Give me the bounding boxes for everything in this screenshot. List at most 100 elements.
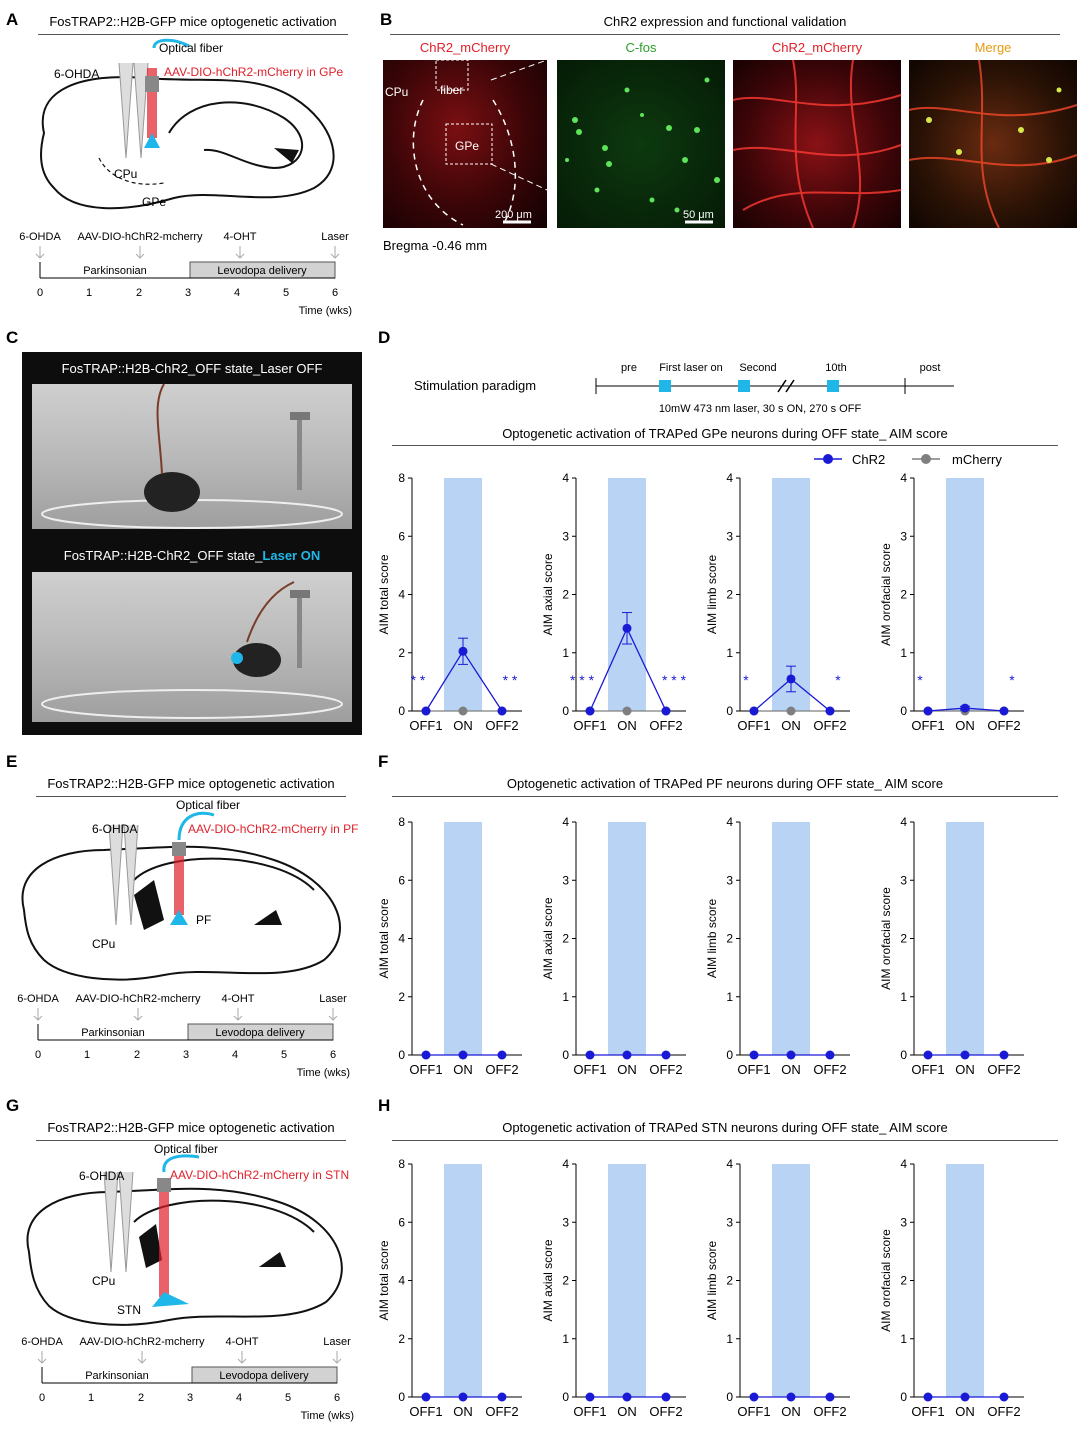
tether <box>246 581 295 643</box>
x-tick-label: OFF2 <box>813 1062 846 1077</box>
data-point <box>999 1050 1009 1060</box>
video-caption-off: FosTRAP::H2B-ChR2_OFF state_Laser OFF <box>61 361 323 376</box>
ohda-needle-1 <box>103 1171 119 1273</box>
y-tick-label: 4 <box>398 932 405 946</box>
y-tick-label: 8 <box>398 1157 405 1171</box>
x-tick-label: OFF1 <box>409 718 442 733</box>
y-tick-label: 2 <box>900 932 907 946</box>
x-tick-label: ON <box>617 1404 637 1419</box>
legend-chr2-label: ChR2 <box>852 452 885 467</box>
timeline-events: 6-OHDA AAV-DIO-hChR2-mcherry 4-OHT Laser <box>19 231 349 259</box>
data-point <box>999 1392 1009 1402</box>
x-tick-label: OFF1 <box>573 718 606 733</box>
data-point <box>749 706 759 716</box>
y-axis-label: AIM axial score <box>541 553 555 635</box>
y-axis-label: AIM axial score <box>541 1239 555 1321</box>
fiber-ferrule <box>157 1178 171 1192</box>
zoom-line <box>490 163 548 191</box>
break-mark <box>777 379 795 393</box>
panel-g-rule <box>36 1140 346 1141</box>
virus-label: AAV-DIO-hChR2-mCherry in PF <box>188 822 358 836</box>
event-label: AAV-DIO-hChR2-mcherry <box>77 231 203 243</box>
x-tick-label: ON <box>617 1062 637 1077</box>
fiber-ferrule <box>172 842 186 856</box>
data-point <box>458 706 468 716</box>
ventricle-shape <box>134 880 164 930</box>
event-arrow <box>35 246 45 259</box>
x-tick-label: ON <box>955 1404 975 1419</box>
y-tick-label: 2 <box>398 1332 405 1346</box>
data-point <box>999 706 1009 716</box>
data-point <box>497 706 507 716</box>
holder-post <box>297 598 302 668</box>
fiber-label: Optical fiber <box>154 1142 218 1156</box>
virus-label: AAV-DIO-hChR2-mCherry in GPe <box>164 65 343 79</box>
y-tick-label: 1 <box>726 1332 733 1346</box>
week-tick: 4 <box>234 287 240 299</box>
holder-post <box>297 420 302 490</box>
video-frame-laser-on <box>32 572 352 722</box>
y-axis-label: AIM total score <box>377 554 391 634</box>
ohda-label: 6-OHDA <box>54 67 99 81</box>
ohda-label: 6-OHDA <box>79 1169 124 1183</box>
laser-glow <box>231 652 243 664</box>
significance-stars: * * <box>411 672 426 688</box>
y-tick-label: 4 <box>726 1157 733 1171</box>
event-arrows <box>37 1351 342 1364</box>
video-caption-on: FosTRAP::H2B-ChR2_OFF state_Laser ON <box>63 548 321 563</box>
fiber-cable <box>162 1154 200 1173</box>
light-cone <box>144 133 160 148</box>
significance-stars: * <box>835 672 841 688</box>
x-tick-label: ON <box>955 1062 975 1077</box>
y-tick-label: 2 <box>726 588 733 602</box>
data-point <box>749 1050 759 1060</box>
data-point <box>923 706 933 716</box>
x-tick-label: OFF2 <box>649 718 682 733</box>
data-point <box>786 706 796 716</box>
brain-diagram-pf: 6-OHDA Optical fiber AAV-DIO-hChR2-mCher… <box>21 798 358 981</box>
y-tick-label: 2 <box>398 990 405 1004</box>
laser-pulse <box>738 380 750 392</box>
phase-levodopa: Levodopa delivery <box>217 265 307 277</box>
region-label-stn: STN <box>117 1303 141 1317</box>
fiber-body <box>174 845 184 915</box>
y-tick-label: 0 <box>726 1048 733 1062</box>
laser-on-band <box>444 822 482 1055</box>
ventricle-shape <box>274 148 299 163</box>
scalebar-label: 50 μm <box>683 209 714 221</box>
fiber-body <box>147 68 157 138</box>
data-point <box>960 1050 970 1060</box>
y-tick-label: 1 <box>900 1332 907 1346</box>
event-label: Laser <box>319 993 347 1005</box>
event-label: Laser <box>321 231 349 243</box>
y-tick-label: 4 <box>726 471 733 485</box>
data-point <box>786 674 796 684</box>
scalebar-label: 200 μm <box>495 209 532 221</box>
y-tick-label: 2 <box>726 1274 733 1288</box>
y-tick-label: 4 <box>562 471 569 485</box>
laser-on-band <box>608 478 646 711</box>
y-tick-label: 3 <box>726 529 733 543</box>
y-axis-label: AIM orofacial score <box>879 1229 893 1332</box>
ohda-needle-2 <box>118 1171 134 1273</box>
week-tick: 5 <box>283 287 289 299</box>
brain-diagram-stn: 6-OHDA Optical fiber AAV-DIO-hChR2-mCher… <box>26 1142 349 1326</box>
y-tick-label: 0 <box>398 704 405 718</box>
brain-outline <box>40 76 335 210</box>
fiber-holder <box>290 590 310 598</box>
phase-levodopa: Levodopa delivery <box>219 1370 309 1382</box>
laser-on-band <box>608 822 646 1055</box>
data-point <box>458 646 468 656</box>
laser-on-band <box>772 1164 810 1397</box>
region-outline <box>412 99 464 226</box>
data-point <box>497 1050 507 1060</box>
fiber-holder <box>290 412 310 420</box>
week-tick: 6 <box>332 287 338 299</box>
data-point <box>786 1050 796 1060</box>
bregma-label: Bregma -0.46 mm <box>383 238 488 253</box>
data-point <box>825 1050 835 1060</box>
y-axis-label: AIM limb score <box>705 555 719 635</box>
data-point <box>622 706 632 716</box>
